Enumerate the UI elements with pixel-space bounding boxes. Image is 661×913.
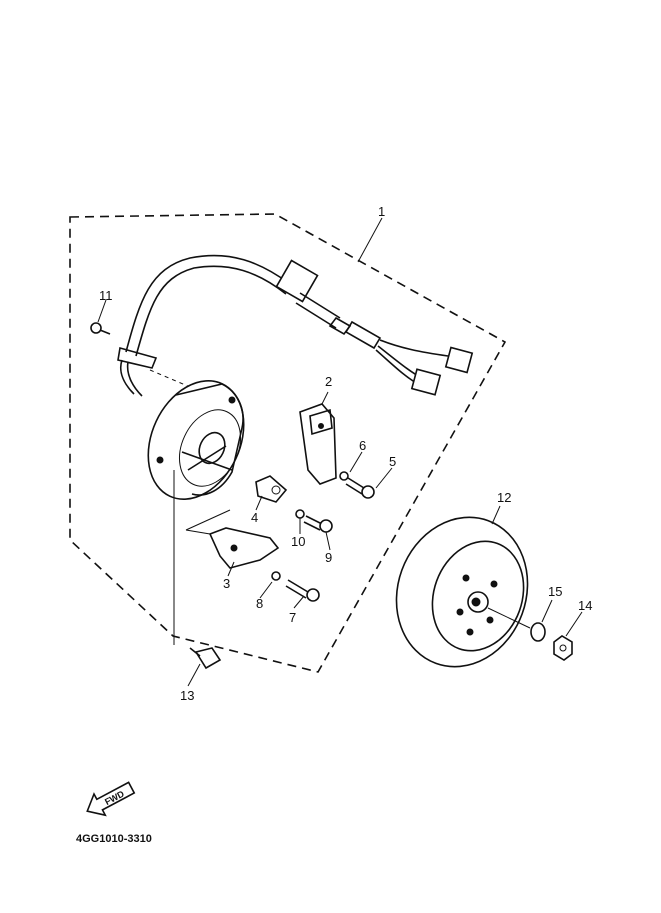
drawing-code: 4GG1010-3310 bbox=[76, 833, 152, 845]
callout-6: 6 bbox=[359, 438, 366, 453]
callout-8: 8 bbox=[256, 596, 263, 611]
washer-15 bbox=[530, 622, 546, 642]
washer-10 bbox=[295, 509, 305, 519]
pickup-coil bbox=[299, 403, 337, 485]
bolt-13 bbox=[189, 647, 222, 670]
callout-15: 15 bbox=[548, 584, 562, 599]
bracket-3 bbox=[185, 509, 280, 569]
leader-lines bbox=[97, 217, 583, 687]
assembly-boundary bbox=[69, 213, 507, 673]
callout-11: 11 bbox=[99, 288, 113, 303]
callout-14: 14 bbox=[578, 598, 592, 613]
callout-5: 5 bbox=[389, 454, 396, 469]
screw-7 bbox=[285, 579, 320, 602]
screw-5 bbox=[345, 477, 375, 499]
screw-11 bbox=[90, 322, 111, 335]
callout-12: 12 bbox=[497, 490, 511, 505]
callout-4: 4 bbox=[251, 510, 258, 525]
forward-arrow-icon: FWD bbox=[86, 781, 136, 817]
clamp-4 bbox=[255, 475, 288, 503]
flywheel-rotor bbox=[395, 516, 531, 668]
callout-9: 9 bbox=[325, 550, 332, 565]
callout-3: 3 bbox=[223, 576, 230, 591]
callout-1: 1 bbox=[378, 204, 385, 219]
washer-6 bbox=[339, 471, 349, 481]
callout-13: 13 bbox=[180, 688, 194, 703]
screw-9 bbox=[303, 515, 333, 533]
callout-7: 7 bbox=[289, 610, 296, 625]
callout-10: 10 bbox=[291, 534, 305, 549]
washer-8 bbox=[271, 571, 281, 581]
wire-harness bbox=[117, 254, 474, 405]
nut-14 bbox=[553, 635, 573, 661]
callout-2: 2 bbox=[325, 374, 332, 389]
stator-assembly bbox=[147, 380, 245, 645]
